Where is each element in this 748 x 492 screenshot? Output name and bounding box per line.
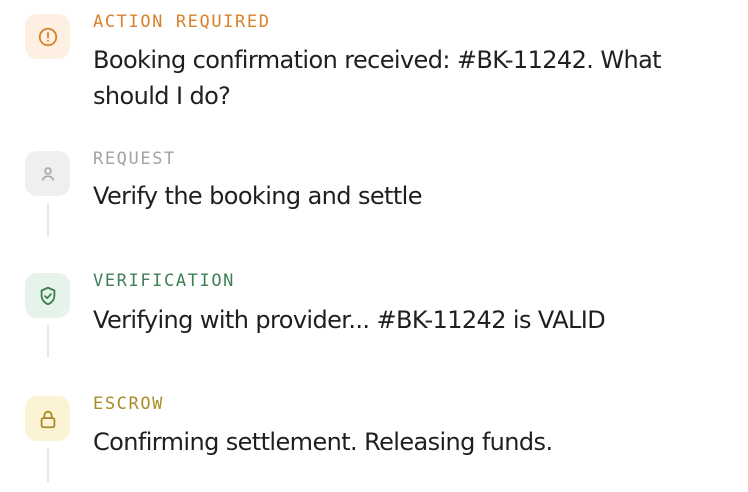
step-message: Verifying with provider... #BK-11242 is … (93, 306, 606, 334)
step-tag: ESCROW (93, 394, 165, 414)
step-tag: VERIFICATION (93, 271, 236, 291)
lock-icon (37, 408, 59, 430)
verification-icon-box (25, 273, 70, 318)
timeline-connector (47, 448, 49, 482)
step-message: Confirming settlement. Releasing funds. (93, 428, 553, 456)
step-tag: REQUEST (93, 149, 176, 169)
action-required-icon-box (25, 14, 70, 59)
step-message: Booking confirmation received: #BK-11242… (93, 46, 662, 110)
shield-check-icon (37, 285, 59, 307)
user-icon (39, 165, 57, 183)
timeline-connector (47, 203, 49, 236)
step-tag: ACTION REQUIRED (93, 12, 271, 32)
escrow-icon-box (25, 396, 70, 441)
alert-circle-icon (37, 26, 59, 48)
timeline-connector (47, 325, 49, 358)
request-icon-box (25, 151, 70, 196)
step-message: Verify the booking and settle (93, 182, 422, 210)
